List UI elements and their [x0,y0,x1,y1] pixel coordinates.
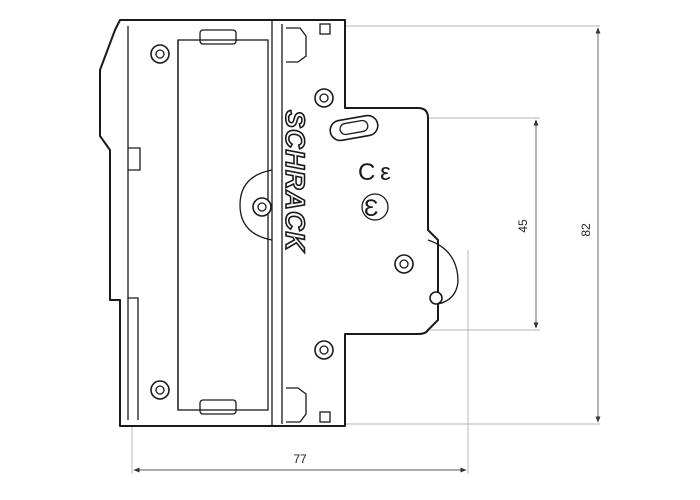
extension-lines [131,25,600,474]
rivet-upper-right [314,88,334,108]
rivet-center [252,197,272,217]
rivets [150,44,414,400]
rivet-top-left [150,44,170,64]
rivet-front [394,254,414,274]
dimension-82: 82 [579,27,601,423]
rivet-bottom-left [150,380,170,400]
dimension-77: 77 [133,452,467,473]
rivet-lower-right [314,340,334,360]
breaker-body [99,19,459,427]
dimension-45-label: 45 [516,219,530,233]
toggle-slot [329,114,379,142]
ce-mark: C ε [358,159,391,186]
body-outline [99,19,439,427]
dimension-82-label: 82 [579,223,593,237]
dimension-45: 45 [516,119,539,329]
e-mark: Ɛ [364,195,379,222]
dimension-77-label: 77 [293,452,307,466]
brand-logo: SCHRACK [280,110,310,254]
